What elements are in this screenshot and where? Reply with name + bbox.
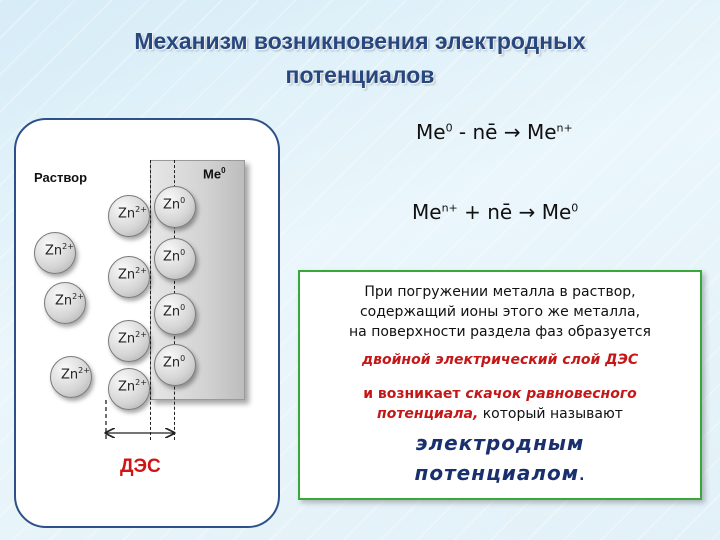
- explanation-line-1: При погружении металла в раствор,: [364, 284, 636, 300]
- zinc-ion: [108, 368, 150, 410]
- explanation-line-3: на поверхности раздела фаз образуется: [349, 324, 651, 340]
- zinc-atom-label: Zn0: [163, 354, 186, 371]
- zinc-atom: [154, 293, 196, 335]
- reduction-equation: Men+ + nē → Me0: [412, 200, 579, 224]
- zinc-ion: [34, 232, 76, 274]
- zinc-atom: [154, 186, 196, 228]
- zinc-ion-label: Zn2+: [118, 378, 147, 395]
- des-label: ДЭС: [120, 456, 161, 477]
- zinc-ion: [108, 195, 150, 237]
- metal-label: Me0: [203, 166, 226, 182]
- zinc-atom: [154, 238, 196, 280]
- zinc-atom: [154, 344, 196, 386]
- des-boundary-left: [150, 160, 151, 440]
- explanation-term-2: потенциалом.: [414, 461, 586, 485]
- zinc-ion-label: Zn2+: [118, 266, 147, 283]
- slide-title: Механизм возникновения электродных потен…: [60, 24, 660, 92]
- zinc-ion: [50, 356, 92, 398]
- explanation-des-term: двойной электрический слой ДЭС: [361, 352, 639, 368]
- zinc-ion-label: Zn2+: [118, 205, 147, 222]
- explanation-term-1: электродным: [415, 431, 585, 455]
- zinc-atom-label: Zn0: [163, 303, 186, 320]
- title-line-2: потенциалов: [285, 62, 435, 88]
- zinc-ion-label: Zn2+: [118, 330, 147, 347]
- zinc-ion-label: Zn2+: [55, 292, 84, 309]
- zinc-ion: [44, 282, 86, 324]
- explanation-line-5: и возникает скачок равновесного: [363, 386, 637, 402]
- zinc-ion-label: Zn2+: [45, 242, 74, 259]
- solution-label: Раствор: [34, 170, 88, 185]
- zinc-ion-label: Zn2+: [61, 366, 90, 383]
- zinc-ion: [108, 320, 150, 362]
- zinc-atom-label: Zn0: [163, 196, 186, 213]
- title-line-1: Механизм возникновения электродных: [134, 28, 586, 54]
- oxidation-equation: Me0 - nē → Men+: [416, 120, 573, 144]
- zinc-ion: [108, 256, 150, 298]
- zinc-atom-label: Zn0: [163, 248, 186, 265]
- explanation-box: При погружении металла в раствор, содерж…: [298, 270, 702, 500]
- explanation-line-2: содержащий ионы этого же металла,: [359, 304, 641, 320]
- explanation-line-6: потенциала, который называют: [377, 406, 623, 422]
